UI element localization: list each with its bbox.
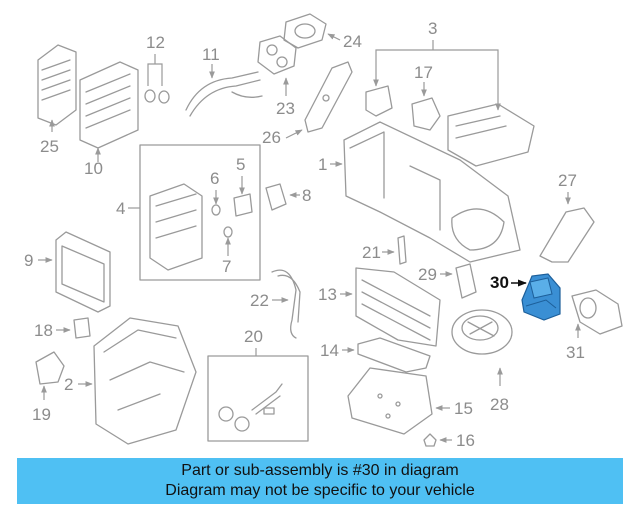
part-13-filter: 13: [318, 267, 441, 347]
part-27-duct: 27: [539, 171, 595, 263]
part-23-seal: 23: [257, 35, 297, 118]
part-22-hose: 22: [250, 269, 301, 339]
part-26-bracket: 26: [262, 61, 353, 147]
part-16-screw: 16: [423, 431, 475, 450]
callout-29: 29: [418, 265, 437, 284]
part-25-evaporator: 25: [37, 44, 77, 156]
part-9-cabin-filter: 9: [24, 231, 111, 313]
callout-7: 7: [222, 257, 231, 276]
part-18-clip: 18: [34, 317, 91, 340]
part-15-tray: 15: [347, 367, 473, 435]
callout-17: 17: [414, 63, 433, 82]
part-12-o-rings: 12: [144, 33, 170, 104]
part-1-hvac-housing: 1: [318, 121, 521, 263]
info-banner: Part or sub-assembly is #30 in diagram D…: [17, 458, 623, 504]
callout-18: 18: [34, 321, 53, 340]
banner-line-2: Diagram may not be specific to your vehi…: [165, 482, 475, 499]
part-20-kit-box: 20: [207, 327, 309, 442]
callout-15: 15: [454, 399, 473, 418]
part-8-sensor: 8: [265, 183, 311, 211]
callout-8: 8: [302, 186, 311, 205]
part-3-actuators: 3: [365, 19, 535, 167]
callout-11: 11: [202, 45, 220, 64]
callout-26: 26: [262, 128, 281, 147]
callout-2: 2: [64, 375, 73, 394]
callout-19: 19: [32, 405, 51, 424]
callout-3: 3: [428, 19, 437, 38]
part-17-actuator: 17: [411, 63, 441, 131]
callout-4: 4: [116, 199, 125, 218]
callout-16: 16: [456, 431, 475, 450]
callout-6: 6: [210, 169, 219, 188]
part-31-duct: 31: [566, 289, 623, 362]
callout-25: 25: [40, 137, 59, 156]
parts-diagram: 25 10 12 11 24 23 26: [24, 13, 623, 450]
callout-13: 13: [318, 285, 337, 304]
part-29-connector: 29: [418, 263, 477, 299]
part-14-bracket: 14: [320, 337, 431, 373]
callout-31: 31: [566, 343, 585, 362]
banner-line-1: Part or sub-assembly is #30 in diagram: [181, 462, 459, 479]
part-30-blower-resistor: 30: [490, 273, 561, 321]
callout-24: 24: [343, 32, 362, 51]
part-21-sensor: 21: [362, 235, 407, 265]
part-11-ac-pipe: 11: [185, 45, 263, 117]
callout-27: 27: [558, 171, 577, 190]
part-4-assembly-box: 4 6 5 7: [116, 144, 261, 281]
part-10-heater-core: 10: [79, 61, 139, 178]
callout-12: 12: [146, 33, 165, 52]
callout-14: 14: [320, 341, 339, 360]
callout-21: 21: [362, 243, 381, 262]
callout-1: 1: [318, 155, 327, 174]
callout-23: 23: [276, 99, 295, 118]
callout-9: 9: [24, 251, 33, 270]
part-28-blower-motor: 28: [451, 309, 513, 414]
callout-10: 10: [84, 159, 103, 178]
callout-28: 28: [490, 395, 509, 414]
part-2-lower-housing: 2: [64, 317, 197, 445]
part-24-gasket: 24: [283, 13, 362, 51]
callout-22: 22: [250, 291, 269, 310]
part-19-actuator: 19: [32, 351, 65, 424]
callout-30: 30: [490, 273, 509, 292]
callout-20: 20: [244, 327, 263, 346]
callout-5: 5: [236, 155, 245, 174]
